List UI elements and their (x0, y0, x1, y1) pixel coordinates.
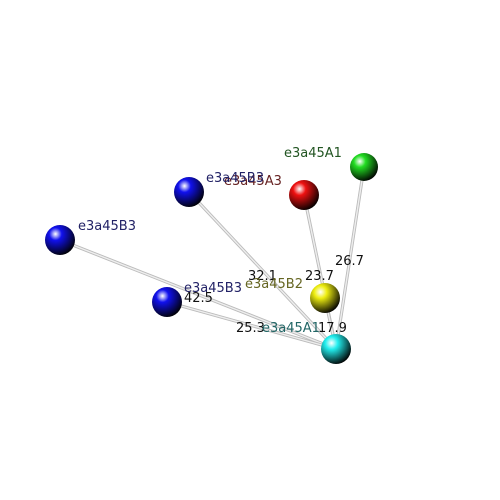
distance-label: 17.9 (318, 321, 347, 336)
atom-label: e3a45A1 (262, 321, 320, 336)
distance-edge (187, 190, 338, 351)
atom-sphere (289, 180, 319, 210)
atom-sphere (350, 153, 378, 181)
atom-sphere (174, 177, 204, 207)
nodes-layer (45, 153, 378, 364)
distance-edge (334, 165, 366, 351)
atom-sphere (321, 334, 351, 364)
distance-edge (58, 238, 338, 351)
edge-line (188, 191, 337, 350)
atom-label: e3a45B3 (78, 219, 136, 234)
distance-label: 25.3 (236, 321, 265, 336)
edge-line (59, 239, 337, 350)
atom-sphere (45, 225, 75, 255)
distance-label: 23.7 (305, 269, 334, 284)
atom-label: e3a45B2 (245, 277, 303, 292)
atom-label: e3a45B3 (184, 281, 242, 296)
distance-label: 42.5 (184, 291, 213, 306)
distance-label: 32.1 (248, 269, 277, 284)
edge-line (335, 166, 365, 350)
atom-label: e3a45B3 (206, 171, 264, 186)
atom-sphere (310, 283, 340, 313)
distance-edge (165, 300, 338, 351)
labels-layer: 26.723.732.125.342.517.9e3a45A1e3a45A3e3… (78, 146, 364, 336)
atom-label: e3a45A1 (284, 146, 342, 161)
edge-line (166, 301, 337, 350)
distance-label: 26.7 (335, 254, 364, 269)
atom-label: e3a45A3 (224, 174, 282, 189)
atom-sphere (152, 287, 182, 317)
